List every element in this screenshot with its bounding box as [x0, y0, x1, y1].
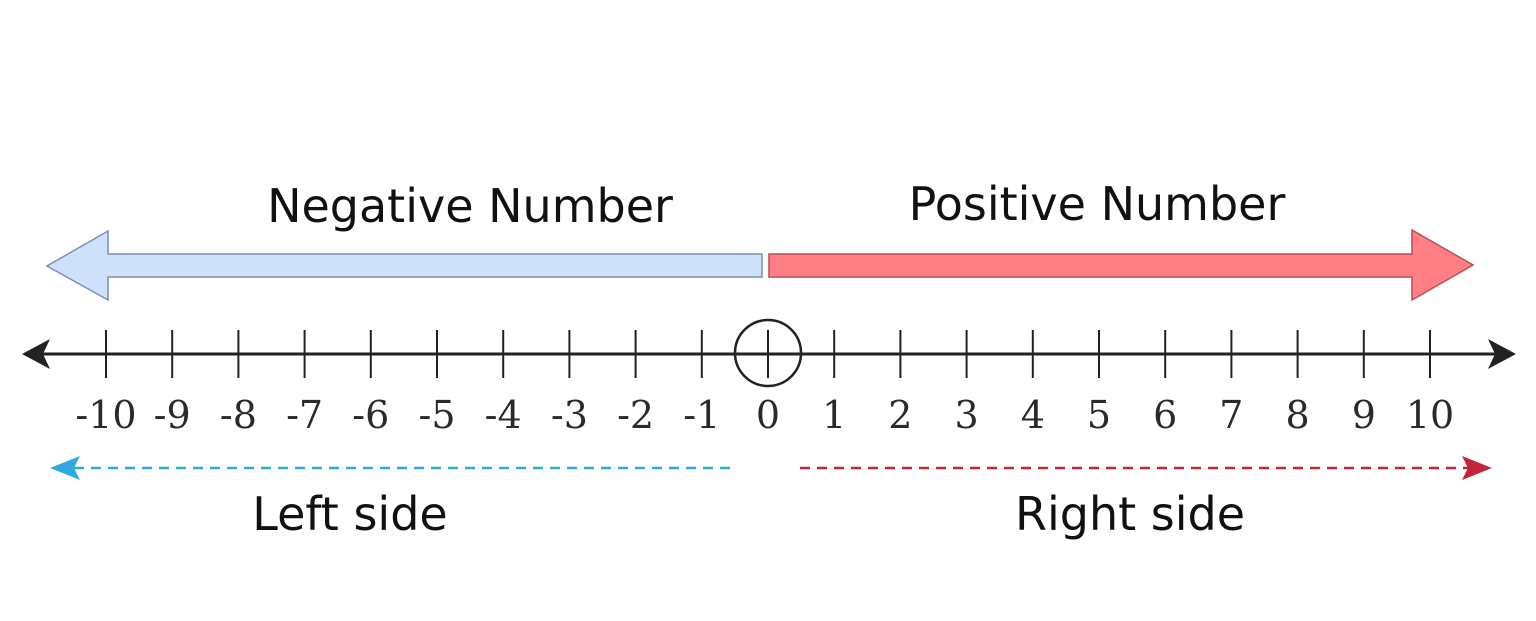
tick-label: 6 — [1153, 393, 1177, 437]
right-side-label: Right side — [1015, 487, 1245, 541]
tick-label: 8 — [1286, 393, 1310, 437]
tick-label: -3 — [551, 393, 588, 437]
positive-direction-arrow — [768, 228, 1475, 302]
zero-origin-circle — [733, 318, 803, 388]
tick-label: 5 — [1087, 393, 1111, 437]
positive-number-label: Positive Number — [909, 177, 1286, 231]
right-side-arrowhead — [1462, 456, 1492, 480]
tick-label: 1 — [822, 393, 846, 437]
tick-label: -1 — [683, 393, 720, 437]
tick-marks — [105, 330, 1431, 378]
tick-label: 2 — [888, 393, 912, 437]
tick-label: 9 — [1352, 393, 1376, 437]
tick-label: -5 — [418, 393, 455, 437]
tick-label: -9 — [154, 393, 191, 437]
tick-label: -8 — [220, 393, 257, 437]
tick-label: -2 — [617, 393, 654, 437]
left-side-label: Left side — [252, 487, 447, 541]
tick-label: -7 — [286, 393, 323, 437]
tick-label: 4 — [1021, 393, 1045, 437]
negative-direction-arrow — [45, 229, 763, 302]
left-side-arrowhead — [50, 456, 80, 480]
tick-label: -4 — [485, 393, 522, 437]
tick-label: 10 — [1406, 393, 1454, 437]
tick-label: 0 — [756, 393, 780, 437]
tick-label: 7 — [1219, 393, 1243, 437]
axis-right-arrowhead — [1488, 339, 1516, 369]
tick-label: -10 — [75, 393, 136, 437]
negative-number-label: Negative Number — [267, 179, 673, 233]
tick-label: -6 — [352, 393, 389, 437]
axis-left-arrowhead — [22, 339, 50, 369]
tick-label: 3 — [955, 393, 979, 437]
